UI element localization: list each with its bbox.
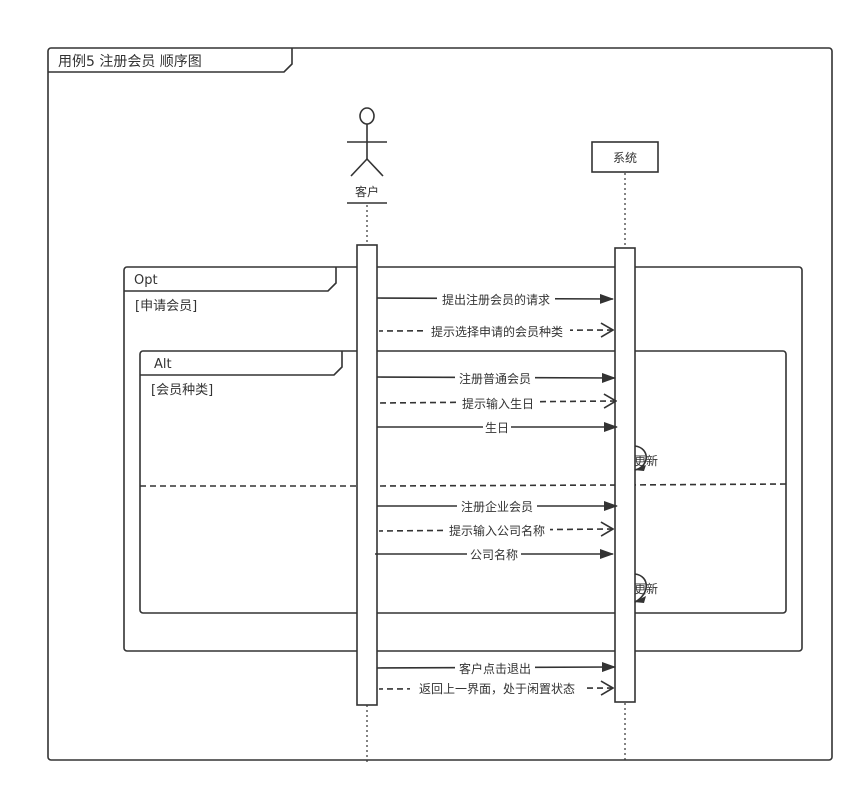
opt-operator: Opt [134,273,158,288]
message-label: 生日 [485,421,509,435]
system-activation [614,247,636,703]
actor-activation [356,244,378,706]
diagram-frame: 用例5 注册会员 顺序图 [47,47,833,761]
reply-arrow [378,330,613,331]
reply-label: 提示输入生日 [462,396,534,411]
arrowhead-icon [634,465,646,471]
message-label: 客户点击退出 [459,661,531,676]
reply-arrow [378,529,613,531]
arrowhead-icon [634,596,646,603]
actor-customer: 客户 [347,107,387,204]
message-label: 公司名称 [470,547,518,562]
alt-separator [140,483,787,487]
participant-system: 系统 [591,141,659,173]
alt-fragment: Alt [会员种类] [139,350,787,614]
opt-fragment: Opt [申请会员] [123,266,803,652]
self-message-label: 更新 [634,453,658,468]
opt-guard: [申请会员] [135,299,197,314]
diagram-title: 用例5 注册会员 顺序图 [58,54,202,70]
alt-guard: [会员种类] [151,383,213,398]
message-label: 注册普通会员 [459,371,531,386]
message-label: 注册企业会员 [461,499,533,514]
actor-label: 客户 [355,184,379,199]
reply-label: 提示输入公司名称 [449,523,545,538]
message-label: 提出注册会员的请求 [442,292,550,307]
self-message-label: 更新 [634,581,658,596]
reply-label: 返回上一界面，处于闲置状态 [419,682,575,696]
alt-operator: Alt [154,357,172,372]
reply-label: 提示选择申请的会员种类 [431,324,563,339]
self-message-arrow [634,573,648,603]
system-label: 系统 [613,151,637,165]
stick-figure-icon [347,107,387,177]
messages: 提出注册会员的请求 提示选择申请的会员种类 注册普通会员 提示输入生日 生日 更… [375,291,658,697]
